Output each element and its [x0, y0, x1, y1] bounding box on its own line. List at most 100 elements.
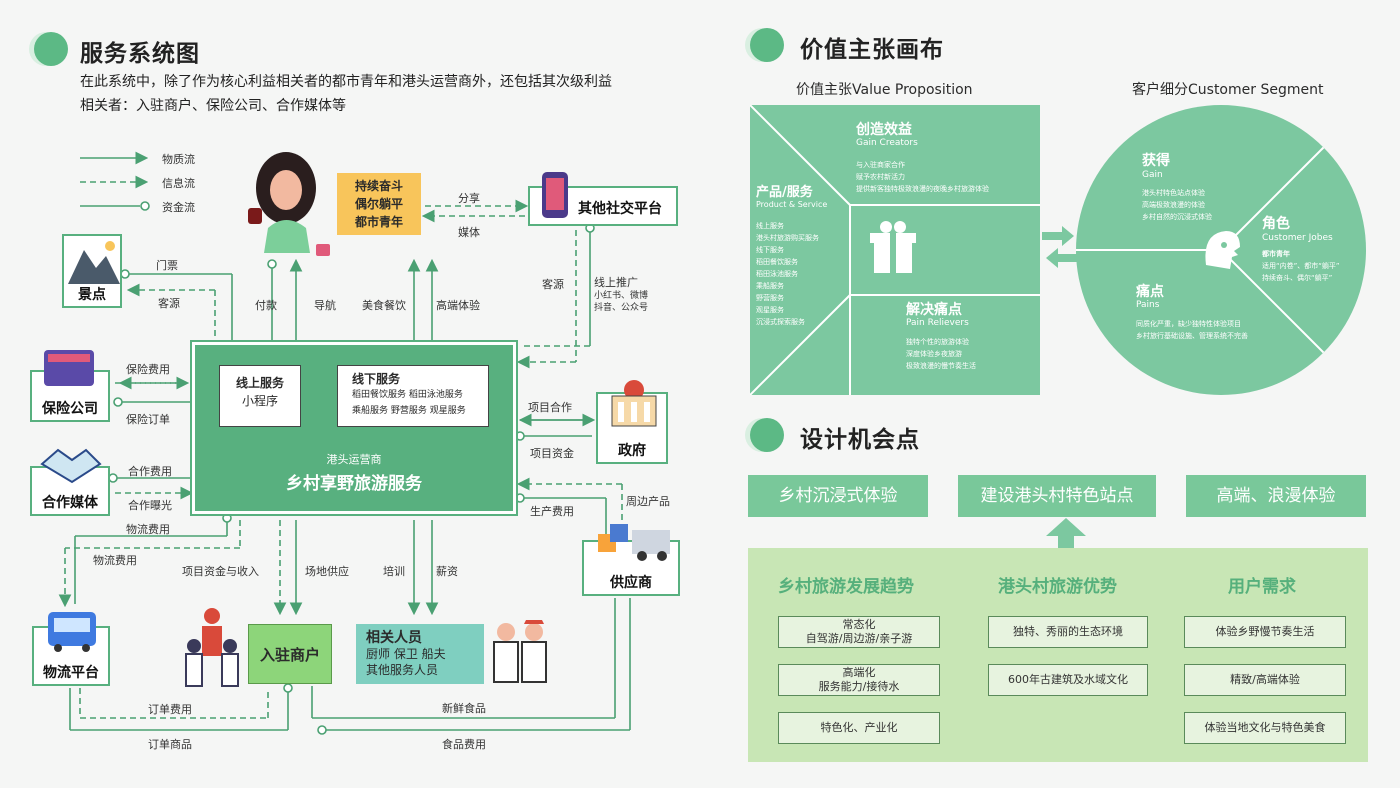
- trend-tag: 高端化 服务能力/接待水: [778, 664, 940, 696]
- media-node: 合作媒体: [30, 448, 110, 516]
- products-item: 野营服务: [756, 294, 784, 302]
- offline-service-box: 线下服务 稻田餐饮服务 稻田泳池服务 乘船服务 野营服务 观星服务: [337, 365, 489, 427]
- opportunity-rural-immersive: 乡村沉浸式体验: [748, 475, 928, 517]
- circle-dividers: [1076, 146, 1325, 354]
- edge-visitors-social: 客源: [542, 278, 564, 291]
- edge-project-coop: 项目合作: [528, 401, 572, 414]
- edge-food: 美食餐饮: [362, 299, 406, 312]
- section-dot: [34, 32, 68, 66]
- edge-coop-fee: 合作费用: [128, 465, 172, 478]
- column-title: 港头村旅游优势: [998, 577, 1117, 597]
- products-item: 线下服务: [756, 246, 784, 254]
- products-item: 观星服务: [756, 306, 784, 314]
- advantage-tag: 600年古建筑及水域文化: [988, 664, 1148, 696]
- user-need-tag: 体验乡野慢节奏生活: [1184, 616, 1346, 648]
- social-label: 其他社交平台: [578, 201, 662, 217]
- intro-text: 在此系统中，除了作为核心利益相关者的都市青年和港头运营商外，还包括其次级利益 相…: [80, 70, 700, 118]
- gift-icon: [870, 221, 916, 273]
- woman-icon: [248, 152, 330, 256]
- legend-info: 信息流: [162, 177, 195, 190]
- blog-icon: [44, 350, 94, 386]
- section-dot: [750, 418, 784, 452]
- edge-premium: 高端体验: [436, 299, 480, 312]
- merchant-node: 入驻商户: [248, 624, 332, 684]
- products-item: 稻田餐饮服务: [756, 258, 798, 266]
- pains-item: 乡村旅行基础设施、管理系统不完善: [1136, 332, 1248, 340]
- gains-title: 获得: [1142, 153, 1170, 169]
- products-item: 稻田泳池服务: [756, 270, 798, 278]
- handshake-icon: [40, 448, 102, 484]
- staff-line-2: 其他服务人员: [366, 663, 439, 677]
- products-item: 乘船服务: [756, 282, 784, 290]
- edge-ticket: 门票: [156, 259, 178, 272]
- edge-fresh-food: 新鲜食品: [442, 702, 486, 715]
- edge-project-fund-income: 项目资金与收入: [182, 565, 259, 578]
- column-title: 乡村旅游发展趋势: [778, 577, 914, 597]
- pain-relievers-item: 深度体验乡夜旅游: [906, 350, 962, 358]
- advantage-tag: 独特、秀丽的生态环境: [988, 616, 1148, 648]
- supplier-label: 供应商: [610, 575, 652, 591]
- products-item: 线上服务: [756, 222, 784, 230]
- products-title: 产品/服务: [756, 185, 813, 200]
- edge-share: 分享: [458, 192, 480, 205]
- jobs-item: 都市青年: [1262, 250, 1290, 258]
- media-label: 合作媒体: [42, 495, 98, 511]
- pain-relievers-item: 极致浪漫的慢节奏生活: [906, 362, 976, 370]
- edge-training: 培训: [383, 565, 405, 578]
- customer-segment-circle: 获得 Gain 港头村特色站点体验 高端极致浪漫的体验 乡村自然的沉浸式体验 角…: [1076, 105, 1366, 395]
- section-title-service-system: 服务系统图: [80, 41, 200, 67]
- insurance-node: 保险公司: [30, 350, 110, 422]
- gains-item: 乡村自然的沉浸式体验: [1142, 213, 1212, 221]
- center-service-box: 线上服务 小程序 线下服务 稻田餐饮服务 稻田泳池服务 乘船服务 野营服务 观星…: [190, 340, 518, 516]
- flow-connectors: [58, 151, 631, 735]
- logistics-node: 物流平台: [32, 612, 110, 686]
- edge-insurance-order: 保险订单: [126, 413, 170, 426]
- cs-label: 客户细分Customer Segment: [1132, 82, 1324, 98]
- scenic-label: 景点: [78, 287, 106, 303]
- edge-venue-supply: 场地供应: [305, 565, 349, 578]
- staff-workers-icon: [493, 620, 547, 683]
- edge-nearby-products: 周边产品: [626, 495, 670, 508]
- pains-title: 痛点: [1136, 284, 1164, 300]
- column-title: 用户需求: [1228, 577, 1296, 597]
- edge-order-fee: 订单费用: [148, 703, 192, 716]
- value-proposition-square: 创造效益 Gain Creators 与入驻商家合作 赋予农村新活力 提供新客独…: [750, 105, 1040, 395]
- gain-creators-item: 赋予农村新活力: [856, 173, 905, 181]
- youth-line-2: 偶尔躺平: [354, 197, 403, 211]
- youth-illustration: [238, 148, 338, 258]
- legend-money: 资金流: [162, 201, 195, 214]
- intro-line-1: 在此系统中，除了作为核心利益相关者的都市青年和港头运营商外，还包括其次级利益: [80, 74, 612, 90]
- people-group-icon: [185, 608, 239, 687]
- face-profile-icon: [1205, 231, 1240, 269]
- supplier-node: 供应商: [582, 524, 680, 596]
- edge-logistics-fee-2: 物流费用: [93, 554, 137, 567]
- online-service-title: 线上服务: [235, 376, 284, 390]
- youth-box: 持续奋斗 偶尔躺平 都市青年: [337, 173, 421, 235]
- operator-label: 港头运营商: [326, 453, 382, 466]
- gains-en: Gain: [1142, 170, 1163, 180]
- edge-visitors-scenic: 客源: [158, 297, 180, 310]
- edge-coop-exposure: 合作曝光: [128, 499, 172, 512]
- edge-insurance-fee: 保险费用: [126, 363, 170, 376]
- section-title-design-opportunities: 设计机会点: [800, 427, 920, 453]
- edge-food-fee: 食品费用: [442, 738, 486, 751]
- gain-creators-item: 与入驻商家合作: [856, 161, 905, 169]
- gain-creators-title: 创造效益: [856, 122, 912, 138]
- edge-pay: 付款: [255, 299, 277, 312]
- opportunity-premium-romantic: 高端、浪漫体验: [1186, 475, 1366, 517]
- edge-navigation: 导航: [314, 299, 336, 312]
- pain-relievers-title: 解决痛点: [906, 302, 962, 318]
- staff-title: 相关人员: [366, 630, 422, 646]
- jobs-item: 持续奋斗、偶尔“躺平”: [1262, 274, 1333, 282]
- insurance-label: 保险公司: [42, 401, 98, 417]
- edge-production-fee: 生产费用: [530, 505, 574, 518]
- jobs-item: 适用“内卷”、都市“躺平”: [1262, 262, 1340, 270]
- trend-tag: 常态化 自驾游/周边游/亲子游: [778, 616, 940, 648]
- online-service-box: 线上服务 小程序: [219, 365, 301, 427]
- products-en: Product & Service: [756, 200, 828, 209]
- edge-online-promo: 线上推广: [594, 276, 638, 289]
- youth-line-1: 持续奋斗: [354, 179, 403, 193]
- gain-creators-item: 提供新客独特极致浪漫的夜晚乡村旅游体验: [856, 185, 989, 193]
- user-need-tag: 体验当地文化与特色美食: [1184, 712, 1346, 744]
- edge-promo-channels-1: 小红书、微博: [594, 291, 649, 301]
